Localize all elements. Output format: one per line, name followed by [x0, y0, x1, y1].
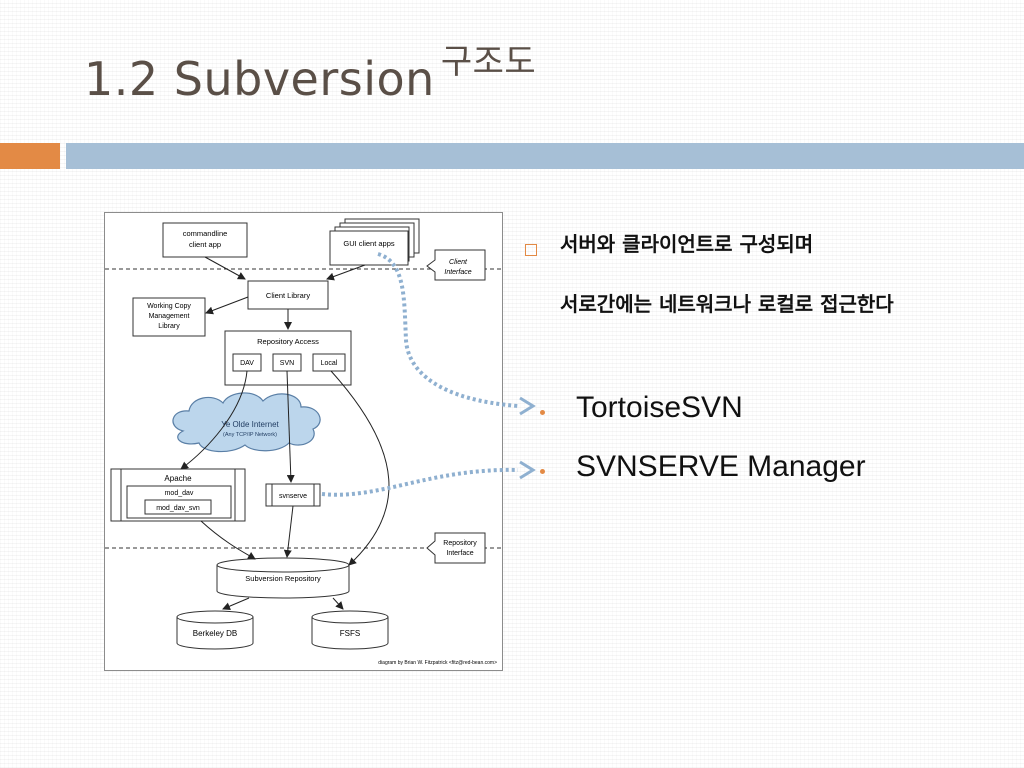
dav-label: DAV: [240, 360, 254, 367]
bullet-line-1: 서버와 클라이언트로 구성되며: [560, 232, 814, 256]
title-underline-bar: [66, 143, 1024, 169]
commandline-line1: commandline: [183, 229, 228, 238]
title-suffix: 구조도: [440, 42, 537, 82]
bullet-square-icon: [525, 244, 537, 256]
commandline-box: [162, 222, 248, 258]
working-copy-line2: Management: [149, 313, 190, 320]
berkeley-label: Berkeley DB: [193, 629, 237, 638]
commandline-line2: client app: [189, 240, 221, 249]
repo-interface-line1: Repository: [443, 540, 477, 547]
local-label: Local: [321, 360, 338, 367]
repository-access-label: Repository Access: [257, 337, 319, 346]
working-copy-line1: Working Copy: [147, 303, 191, 310]
mod-dav-svn-label: mod_dav_svn: [156, 505, 200, 512]
diagram-svg: commandline client app GUI client apps C…: [105, 218, 502, 666]
svnserve-label: svnserve: [279, 493, 307, 500]
repo-interface-line2: Interface: [446, 550, 473, 557]
working-copy-box: [132, 297, 206, 337]
berkeley-db: [176, 617, 254, 650]
tortoise-arrowhead: [519, 396, 536, 416]
title-accent-bar: [0, 143, 60, 169]
client-library-box: [247, 280, 329, 310]
sub-bullet-svnserve-manager: SVNSERVE Manager: [576, 450, 866, 483]
client-library-label: Client Library: [266, 291, 310, 300]
sub-bullet-tortoisesvn: TortoiseSVN: [576, 391, 743, 424]
bullet-line-2: 서로간에는 네트워크나 로컬로 접근한다: [560, 292, 894, 316]
apache-label: Apache: [164, 474, 192, 483]
svnserve-arrowhead: [519, 460, 536, 480]
fsfs: [311, 617, 389, 650]
working-copy-line3: Library: [158, 323, 180, 330]
mod-dav-label: mod_dav: [165, 490, 194, 497]
mod-dav-svn-box: [144, 499, 212, 515]
internet-cloud: [172, 392, 321, 453]
cloud-line1: Ye Olde Internet: [221, 420, 279, 429]
client-interface-line1: Client: [449, 259, 468, 266]
subversion-repository: [216, 565, 350, 599]
gui-label: GUI client apps: [343, 239, 395, 248]
local-box: [312, 353, 346, 372]
svn-label: SVN: [280, 360, 294, 367]
fsfs-label: FSFS: [340, 629, 360, 638]
title-main: 1.2 Subversion: [84, 52, 435, 106]
cloud-line2: (Any TCP/IP Network): [223, 432, 277, 438]
credit-text: diagram by Brian W. Fitzpatrick <fitz@re…: [378, 660, 497, 666]
architecture-diagram: commandline client app GUI client apps C…: [104, 212, 503, 671]
sub-bullet-dot-icon: [540, 469, 545, 474]
client-interface-line2: Interface: [444, 269, 471, 276]
sub-bullet-dot-icon: [540, 410, 545, 415]
gui-box: [329, 230, 409, 266]
repository-label: Subversion Repository: [245, 574, 321, 583]
